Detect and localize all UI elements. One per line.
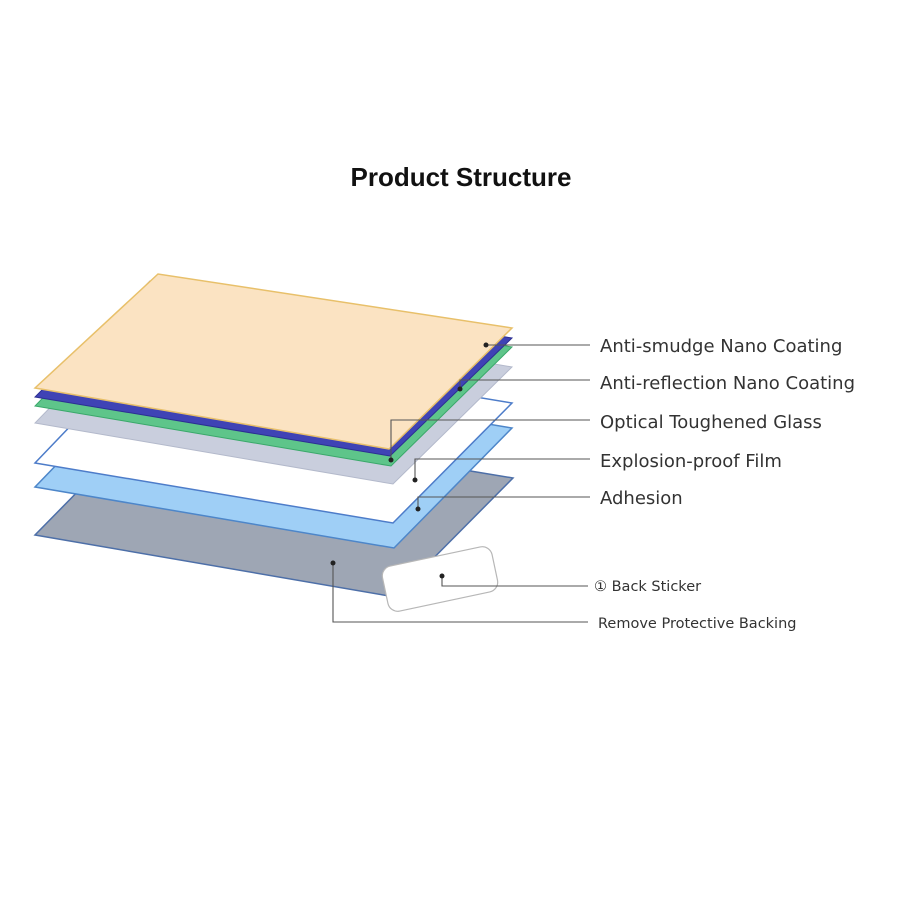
leader-optical-glass-dot [388, 457, 394, 463]
leader-remove-backing-dot [330, 560, 336, 566]
leader-anti-reflection-dot [457, 386, 463, 392]
leader-anti-smudge-dot [483, 342, 489, 348]
layer-peach-coating [33, 273, 514, 450]
layer-stack [33, 273, 515, 612]
leader-lines [330, 342, 590, 623]
leader-explosion-film-dot [412, 477, 418, 483]
leader-adhesion-dot [415, 506, 421, 512]
leader-anti-reflection [459, 379, 590, 389]
leader-back-sticker-dot [439, 573, 445, 579]
leader-adhesion [417, 496, 590, 509]
label-back-sticker: ① Back Sticker [594, 579, 701, 595]
label-explosion-film: Explosion-proof Film [600, 451, 782, 472]
label-adhesion: Adhesion [600, 488, 683, 509]
leader-explosion-film [414, 458, 590, 480]
label-anti-smudge: Anti-smudge Nano Coating [600, 336, 842, 357]
leader-optical-glass [390, 419, 590, 460]
label-optical-glass: Optical Toughened Glass [600, 412, 822, 433]
leader-remove-backing [332, 563, 588, 623]
label-remove-backing: Remove Protective Backing [598, 616, 796, 632]
label-anti-reflection: Anti-reflection Nano Coating [600, 373, 855, 394]
back-sticker-shape [381, 546, 499, 612]
labels: Anti-smudge Nano Coating Anti-reflection… [594, 336, 855, 632]
leader-back-sticker [441, 576, 588, 587]
diagram-title: Product Structure [350, 162, 571, 192]
